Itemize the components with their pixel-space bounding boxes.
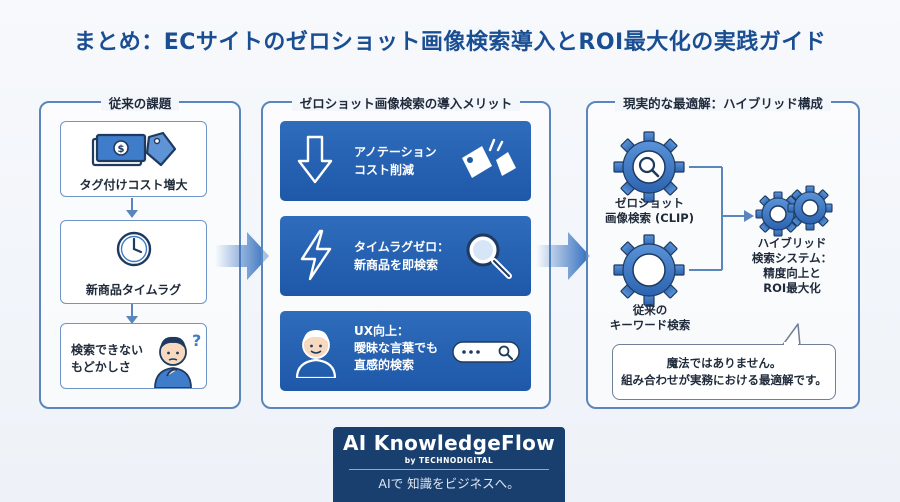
keyword-label: 従来の キーワード検索 (609, 303, 691, 332)
magnifier-icon (466, 233, 512, 279)
challenge-card-frustration: 検索できない もどかしさ ? (60, 323, 207, 389)
brand-name: AI KnowledgeFlow (343, 431, 555, 455)
money-tag-icon: $ (91, 131, 177, 167)
svg-text:?: ? (192, 331, 201, 350)
benefit-text-timelag: タイムラグゼロ： 新商品を即検索 (354, 240, 450, 272)
challenge-card-tagging-cost: $ タグ付けコスト増大 (60, 121, 207, 197)
lightning-icon (300, 229, 332, 281)
down-arrow-2 (126, 304, 138, 324)
brand-divider (349, 469, 549, 470)
benefit-card-cost: アノテーション コスト削減 (280, 121, 531, 201)
hybrid-gears-icon (755, 185, 833, 237)
hybrid-panel-title: 現実的な最適解：ハイブリッド構成 (615, 96, 831, 111)
zero-shot-label: ゼロショット 画像検索 (CLIP) (605, 196, 694, 225)
cut-tag-icon (462, 138, 516, 178)
speech-bubble-tail (781, 323, 801, 346)
benefits-panel-title: ゼロショット画像検索の導入メリット (291, 96, 521, 111)
challenge-label-tagging-cost: タグ付けコスト増大 (79, 178, 188, 192)
challenges-panel-title: 従来の課題 (100, 96, 180, 111)
svg-text:$: $ (118, 144, 125, 155)
challenge-label-frustration: 検索できない もどかしさ (71, 343, 144, 374)
challenge-label-timelag: 新商品タイムラグ (85, 283, 182, 297)
zero-shot-gear-icon (613, 131, 685, 203)
benefit-card-ux: UX向上： 曖昧な言葉でも 直感的検索 (280, 311, 531, 391)
speech-bubble-tail-mask (784, 342, 798, 346)
page-title: まとめ：ECサイトのゼロショット画像検索導入とROI最大化の実践ガイド (73, 30, 827, 55)
benefit-card-timelag: タイムラグゼロ： 新商品を即検索 (280, 216, 531, 296)
hybrid-diagram (613, 131, 833, 306)
hybrid-label: ハイブリッド 検索システム： 精度向上と ROI最大化 (751, 236, 833, 295)
benefit-text-cost: アノテーション コスト削減 (354, 145, 437, 177)
flow-arrow-2 (536, 232, 590, 280)
brand-byline: by TECHNODIGITAL (404, 456, 494, 465)
brand-tagline: AIで 知識をビジネスへ。 (378, 476, 520, 491)
search-bar-icon (452, 341, 520, 363)
smiling-person-icon (295, 330, 337, 378)
confused-person-icon: ? (154, 331, 201, 388)
flow-arrow-1 (215, 232, 269, 280)
benefit-text-ux: UX向上： 曖昧な言葉でも 直感的検索 (354, 324, 439, 372)
keyword-gear-icon (613, 234, 685, 306)
down-arrow-1 (126, 198, 138, 218)
brand-logo: AI KnowledgeFlow by TECHNODIGITAL AIで 知識… (333, 427, 565, 502)
clock-icon (116, 231, 152, 267)
down-arrow-icon (297, 135, 333, 184)
speech-bubble: 魔法ではありません。 組み合わせが実務における最適解です。 (612, 344, 836, 400)
challenge-card-timelag: 新商品タイムラグ (60, 220, 207, 304)
